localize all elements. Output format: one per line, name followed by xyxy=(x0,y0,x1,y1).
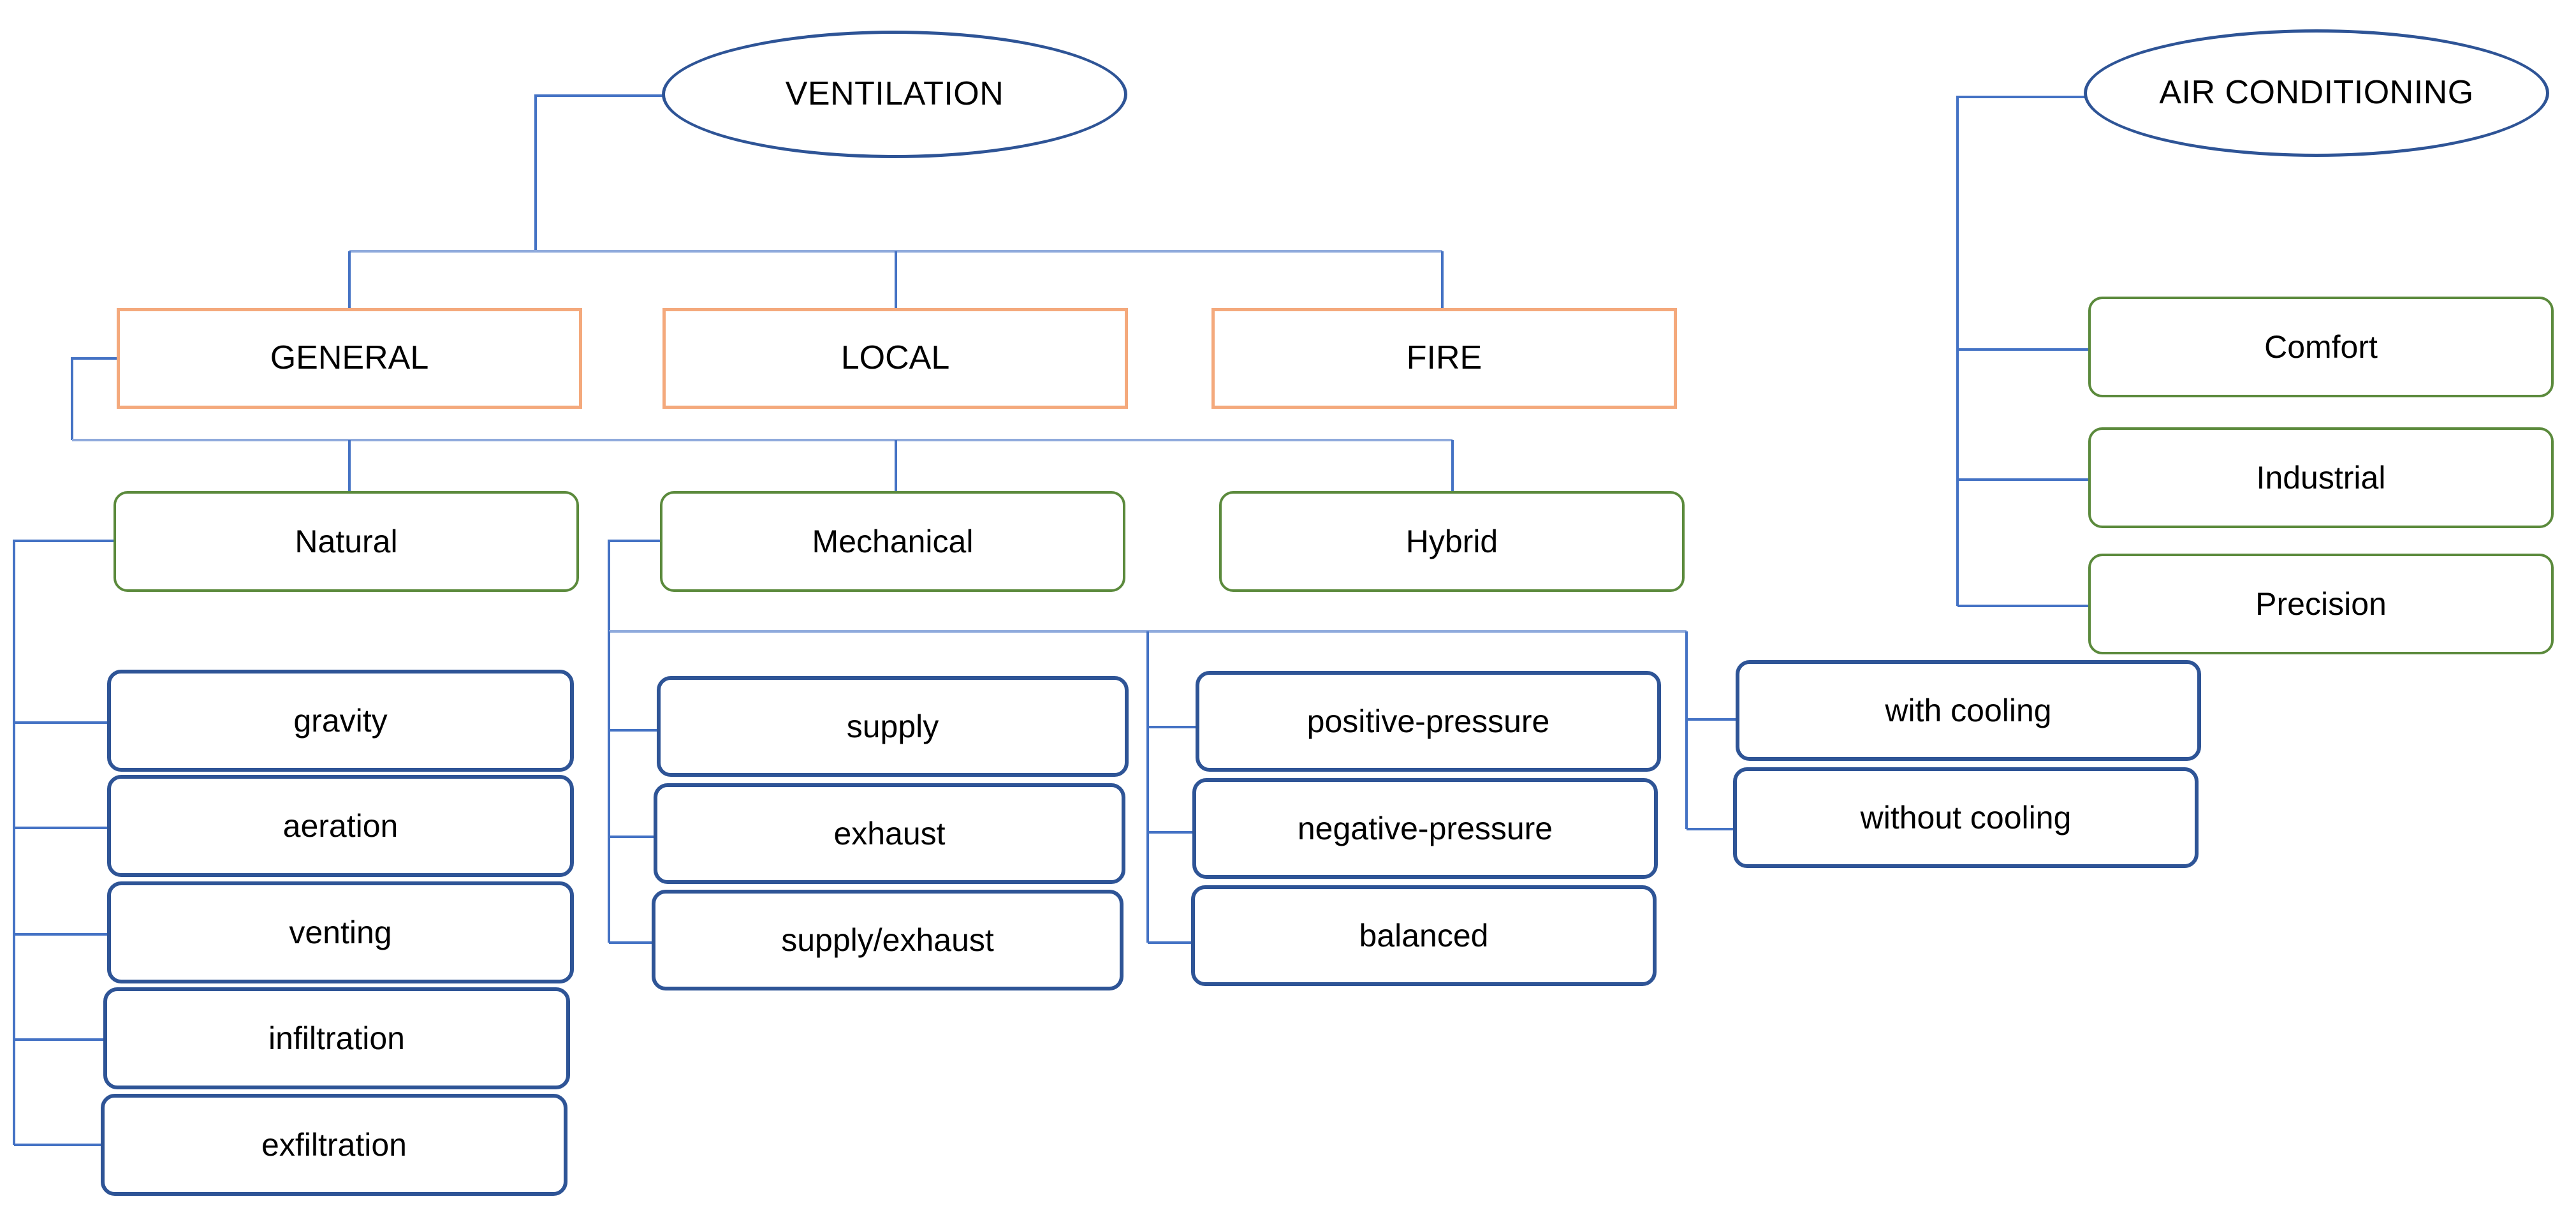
node-label-precision: Precision xyxy=(2255,585,2387,622)
wire-general-stem xyxy=(71,357,117,440)
node-label-exhaust: exhaust xyxy=(833,815,946,851)
node-label-comfort: Comfort xyxy=(2264,328,2378,365)
node-gravity[interactable]: gravity xyxy=(107,670,574,772)
node-label-local: LOCAL xyxy=(840,339,950,377)
node-venting[interactable]: venting xyxy=(107,881,574,983)
node-label-aeration: aeration xyxy=(282,807,399,844)
wire-airconditioning-trunk xyxy=(1956,96,2085,606)
node-positive-pressure[interactable]: positive-pressure xyxy=(1196,671,1661,772)
node-infiltration[interactable]: infiltration xyxy=(103,987,570,1089)
node-label-infiltration: infiltration xyxy=(268,1020,405,1056)
root-node-air-conditioning[interactable]: AIR CONDITIONING xyxy=(2084,29,2549,157)
node-supply[interactable]: supply xyxy=(657,676,1129,777)
node-industrial[interactable]: Industrial xyxy=(2088,427,2554,528)
node-exhaust[interactable]: exhaust xyxy=(654,783,1125,884)
node-mechanical[interactable]: Mechanical xyxy=(660,491,1125,592)
node-label-general: GENERAL xyxy=(270,339,429,377)
wire-ventilation-stem xyxy=(534,94,663,251)
node-label-balanced: balanced xyxy=(1359,917,1489,953)
node-fire[interactable]: FIRE xyxy=(1211,308,1677,409)
node-label-natural: Natural xyxy=(295,523,398,559)
node-label-exfiltration: exfiltration xyxy=(261,1126,407,1163)
node-label-without-cooling: without cooling xyxy=(1860,799,2072,836)
node-supply-exhaust[interactable]: supply/exhaust xyxy=(652,890,1123,990)
node-aeration[interactable]: aeration xyxy=(107,775,574,877)
node-comfort[interactable]: Comfort xyxy=(2088,297,2554,397)
node-negative-pressure[interactable]: negative-pressure xyxy=(1192,778,1658,879)
node-label-industrial: Industrial xyxy=(2256,459,2386,496)
node-label-negative-pressure: negative-pressure xyxy=(1297,810,1553,846)
node-local[interactable]: LOCAL xyxy=(662,308,1128,409)
node-hybrid[interactable]: Hybrid xyxy=(1219,491,1685,592)
node-precision[interactable]: Precision xyxy=(2088,554,2554,654)
root-label-ventilation: VENTILATION xyxy=(785,75,1004,113)
node-with-cooling[interactable]: with cooling xyxy=(1736,660,2201,761)
node-label-supply: supply xyxy=(846,708,939,744)
node-general[interactable]: GENERAL xyxy=(117,308,582,409)
node-balanced[interactable]: balanced xyxy=(1191,885,1657,986)
wire-mechanical-stem xyxy=(608,540,660,631)
node-label-hybrid: Hybrid xyxy=(1405,523,1498,559)
root-node-ventilation[interactable]: VENTILATION xyxy=(662,31,1127,158)
node-label-supply-exhaust: supply/exhaust xyxy=(781,922,994,958)
node-label-fire: FIRE xyxy=(1406,339,1482,377)
node-label-venting: venting xyxy=(289,914,392,950)
node-label-mechanical: Mechanical xyxy=(812,523,974,559)
node-label-gravity: gravity xyxy=(293,702,388,739)
node-label-with-cooling: with cooling xyxy=(1885,692,2052,728)
wire-natural-trunk xyxy=(13,540,113,1145)
node-exfiltration[interactable]: exfiltration xyxy=(101,1094,567,1196)
node-label-positive-pressure: positive-pressure xyxy=(1306,703,1550,739)
root-label-air-conditioning: AIR CONDITIONING xyxy=(2159,74,2474,112)
node-without-cooling[interactable]: without cooling xyxy=(1733,767,2199,868)
node-natural[interactable]: Natural xyxy=(113,491,579,592)
